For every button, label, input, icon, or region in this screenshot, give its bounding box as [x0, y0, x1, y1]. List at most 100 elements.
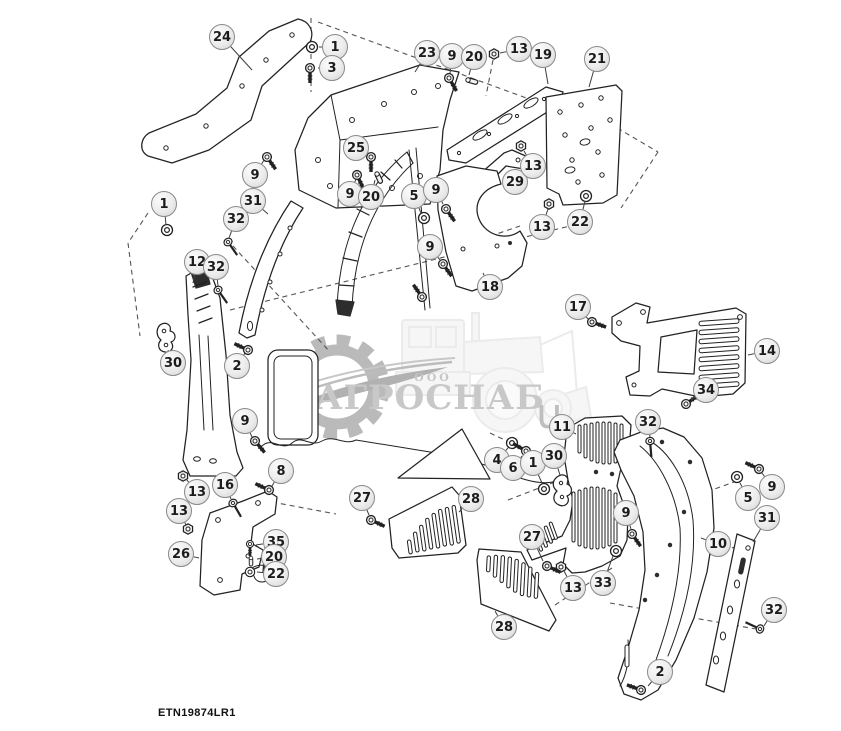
callout-20-5[interactable]: 20 [461, 44, 487, 70]
callout-13-50[interactable]: 13 [560, 575, 586, 601]
callout-34-46[interactable]: 34 [693, 377, 719, 403]
callout-22-18[interactable]: 22 [567, 209, 593, 235]
nut-icon [515, 140, 527, 152]
part-31-left-curved-strap [238, 200, 304, 339]
callout-20-12[interactable]: 20 [358, 184, 384, 210]
part-31-right-strap [705, 533, 756, 693]
part-11-center-louvered-panel [526, 415, 632, 574]
callout-5-54[interactable]: 5 [735, 485, 761, 511]
leader-line-28-38 [458, 508, 463, 513]
bolt-icon [303, 61, 317, 85]
washer-icon [537, 482, 551, 496]
callout-28-38[interactable]: 28 [458, 486, 484, 512]
callout-9-14[interactable]: 9 [423, 177, 449, 203]
callout-24-0[interactable]: 24 [209, 24, 235, 50]
callout-30-26[interactable]: 30 [160, 350, 186, 376]
callout-13-16[interactable]: 13 [520, 153, 546, 179]
callout-9-28[interactable]: 9 [232, 408, 258, 434]
callout-29-15[interactable]: 29 [502, 169, 528, 195]
callout-1-21[interactable]: 1 [151, 191, 177, 217]
leader-line-14-45 [747, 353, 755, 356]
callout-26-33[interactable]: 26 [168, 541, 194, 567]
callout-10-53[interactable]: 10 [705, 531, 731, 557]
callout-9-55[interactable]: 9 [759, 474, 785, 500]
leader-line-17-44 [585, 316, 589, 320]
washer-icon [579, 189, 593, 203]
stud-icon [464, 76, 479, 86]
callout-22-36[interactable]: 22 [263, 561, 289, 587]
nut-icon [543, 198, 555, 210]
callout-23-3[interactable]: 23 [414, 40, 440, 66]
part-24-bracket [141, 18, 313, 164]
screw-icon [221, 235, 242, 259]
leader-line-16-29 [229, 496, 232, 500]
callout-21-8[interactable]: 21 [584, 46, 610, 72]
leader-line-31-22 [262, 209, 269, 215]
leader-line-27-49 [536, 548, 544, 562]
leader-line-24-0 [230, 46, 253, 71]
hatched-gusset [397, 428, 491, 480]
callout-31-56[interactable]: 31 [754, 505, 780, 531]
bolt-icon [408, 280, 430, 305]
callout-27-49[interactable]: 27 [519, 524, 545, 550]
drawing-code: ETN19874LR1 [158, 707, 236, 719]
leader-line-10-53 [700, 537, 706, 541]
leader-line-22-18 [582, 200, 586, 210]
leader-line-8-30 [271, 481, 275, 487]
callout-32-57[interactable]: 32 [761, 597, 787, 623]
leader-line-25-9 [366, 154, 369, 157]
leader-line-9-48 [629, 525, 632, 530]
callout-8-30[interactable]: 8 [268, 458, 294, 484]
callout-9-48[interactable]: 9 [613, 500, 639, 526]
callout-2-27[interactable]: 2 [224, 353, 250, 379]
callout-25-9[interactable]: 25 [343, 135, 369, 161]
callout-32-23[interactable]: 32 [223, 206, 249, 232]
callout-14-45[interactable]: 14 [754, 338, 780, 364]
callout-2-58[interactable]: 2 [647, 659, 673, 685]
callout-19-7[interactable]: 19 [530, 42, 556, 68]
callout-9-10[interactable]: 9 [242, 162, 268, 188]
leader-line-12-24 [192, 274, 196, 284]
leader-line-31-56 [752, 528, 761, 543]
callout-9-19[interactable]: 9 [417, 234, 443, 260]
washer-icon [305, 40, 319, 54]
part-frame-loop [267, 349, 319, 446]
callout-13-32[interactable]: 13 [166, 498, 192, 524]
callout-16-29[interactable]: 16 [212, 472, 238, 498]
washer-icon [609, 544, 623, 558]
callout-17-44[interactable]: 17 [565, 294, 591, 320]
washer-icon [244, 566, 256, 578]
screw-icon [742, 617, 767, 636]
callout-3-2[interactable]: 3 [319, 55, 345, 81]
leader-line-9-28 [249, 432, 253, 438]
leader-line-13-17 [545, 208, 549, 215]
leader-line-5-13 [418, 207, 422, 214]
callout-13-6[interactable]: 13 [506, 36, 532, 62]
nut-icon [488, 48, 500, 60]
callout-32-47[interactable]: 32 [635, 409, 661, 435]
leader-line-21-8 [588, 71, 594, 88]
callout-18-20[interactable]: 18 [477, 274, 503, 300]
washer-icon [730, 470, 744, 484]
stud-icon [248, 555, 254, 567]
leader-line-20-5 [468, 69, 472, 76]
leader-line-19-7 [544, 67, 549, 85]
leader-line-32-57 [763, 620, 768, 627]
leader-line-32-23 [228, 231, 232, 239]
callout-27-37[interactable]: 27 [349, 485, 375, 511]
callout-13-17[interactable]: 13 [529, 214, 555, 240]
callout-30-42[interactable]: 30 [541, 443, 567, 469]
callout-11-43[interactable]: 11 [549, 414, 575, 440]
callout-13-31[interactable]: 13 [184, 479, 210, 505]
callout-32-25[interactable]: 32 [203, 254, 229, 280]
callout-5-13[interactable]: 5 [401, 183, 427, 209]
callout-33-51[interactable]: 33 [590, 570, 616, 596]
washer-icon [160, 223, 174, 237]
leader-line-2-58 [647, 681, 652, 687]
leader-line-23-3 [414, 63, 421, 73]
leader-line-30-42 [557, 468, 561, 476]
callout-28-52[interactable]: 28 [491, 614, 517, 640]
